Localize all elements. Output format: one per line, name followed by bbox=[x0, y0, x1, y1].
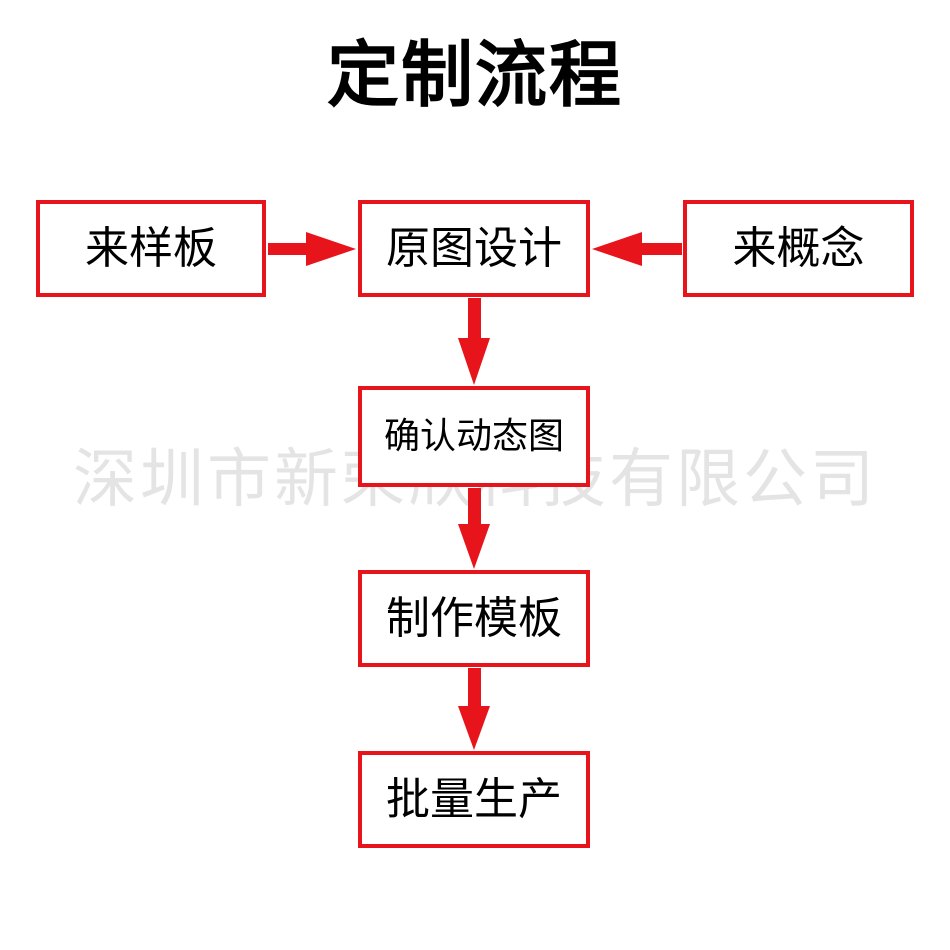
node-concept: 来概念 bbox=[683, 200, 914, 297]
arrow-confirm-to-template bbox=[458, 488, 490, 569]
node-concept-label: 来概念 bbox=[732, 222, 865, 274]
node-template-label: 制作模板 bbox=[386, 592, 562, 644]
arrow-design-to-confirm bbox=[458, 298, 490, 385]
arrow-sample-to-design bbox=[268, 232, 356, 266]
node-design-label: 原图设计 bbox=[386, 222, 562, 274]
node-mass-label: 批量生产 bbox=[386, 773, 562, 825]
node-confirm: 确认动态图 bbox=[358, 386, 590, 487]
page-title: 定制流程 bbox=[326, 33, 623, 117]
node-template: 制作模板 bbox=[358, 570, 590, 667]
arrow-template-to-mass bbox=[458, 668, 490, 750]
arrow-concept-to-design bbox=[592, 232, 682, 266]
node-mass: 批量生产 bbox=[358, 751, 590, 848]
node-confirm-label: 确认动态图 bbox=[383, 415, 564, 457]
node-sample-label: 来样板 bbox=[85, 222, 217, 274]
node-sample: 来样板 bbox=[36, 200, 266, 297]
node-design: 原图设计 bbox=[358, 200, 590, 297]
